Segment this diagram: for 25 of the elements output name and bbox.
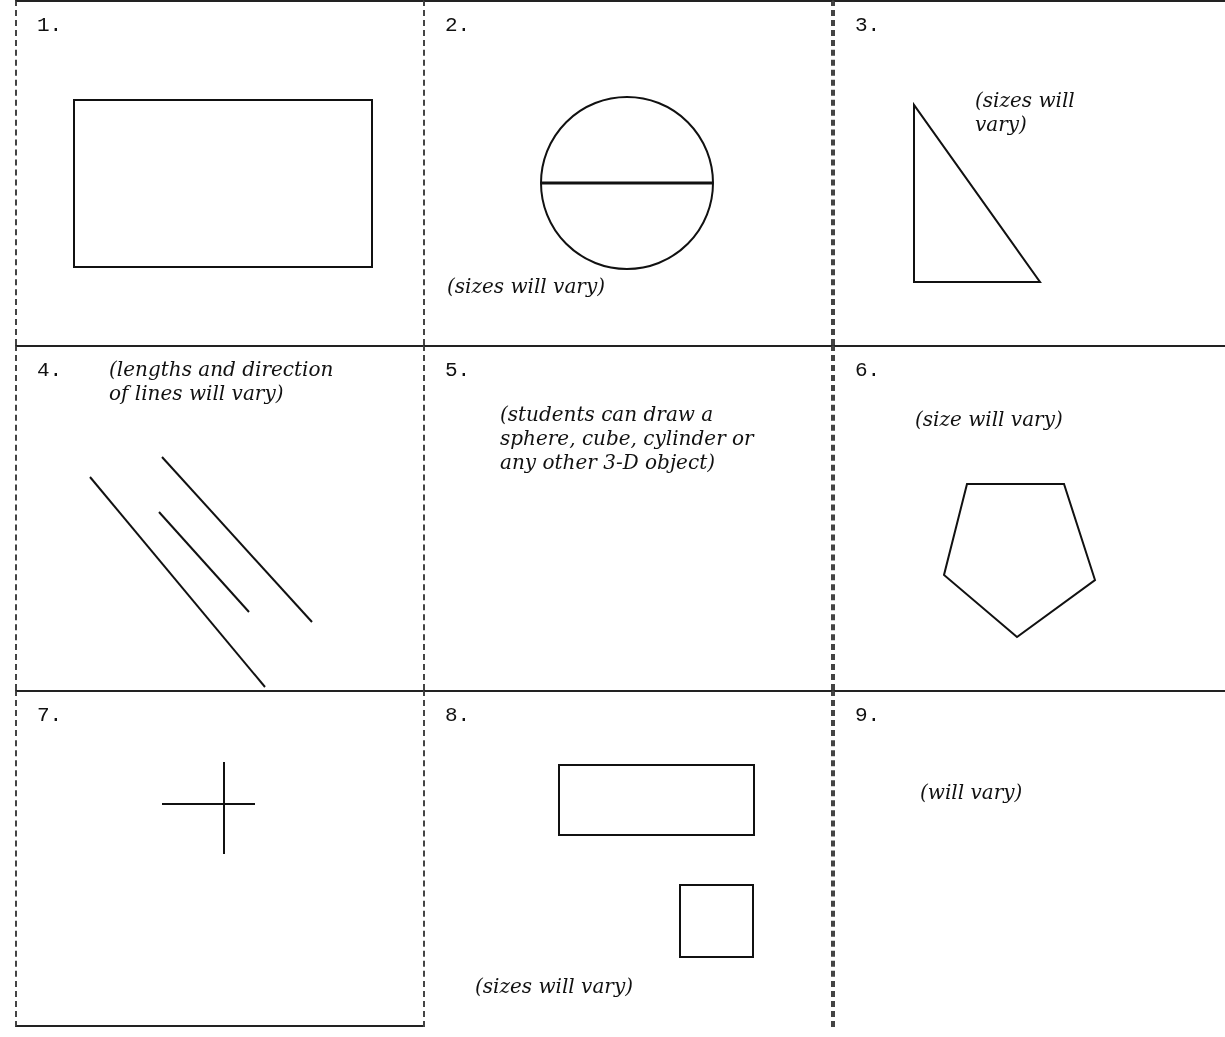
answer-panel — [833, 345, 1225, 690]
question-number: 6. — [855, 359, 881, 382]
answer-panel — [833, 690, 1225, 1027]
answer-panel — [833, 0, 1225, 345]
answer-note: (students can draw a sphere, cube, cylinder or any other 3-D object) — [500, 402, 756, 474]
question-number: 3. — [855, 14, 881, 37]
question-number: 4. — [37, 359, 63, 382]
answer-note: (sizes will vary) — [975, 88, 1076, 136]
question-number: 1. — [37, 14, 63, 37]
question-number: 7. — [37, 704, 63, 727]
answer-panel — [15, 345, 423, 690]
answer-panel — [15, 690, 423, 1027]
answer-note: (lengths and direction of lines will vary) — [109, 357, 335, 405]
answer-note: (size will vary) — [915, 407, 1064, 431]
question-number: 8. — [445, 704, 471, 727]
question-number: 5. — [445, 359, 471, 382]
question-number: 9. — [855, 704, 881, 727]
question-number: 2. — [445, 14, 471, 37]
answer-panel — [423, 0, 833, 345]
answer-panel — [15, 0, 423, 345]
answer-panel — [423, 345, 833, 690]
answer-note: (will vary) — [920, 780, 1024, 804]
answer-note: (sizes will vary) — [447, 274, 606, 298]
answer-panel — [423, 690, 833, 1027]
answer-note: (sizes will vary) — [475, 974, 634, 998]
